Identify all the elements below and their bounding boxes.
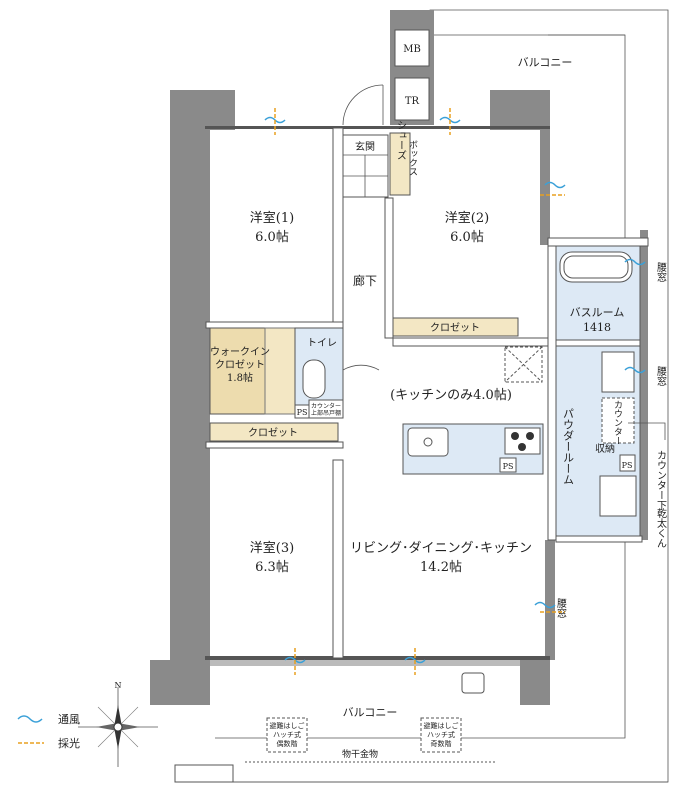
hatch-odd-2: ハッチ式 xyxy=(427,730,455,739)
waist-window-bath: 腰窓 xyxy=(655,262,667,282)
hatch-even-1: 避難はしご xyxy=(270,721,305,730)
toilet-label: トイレ xyxy=(307,338,337,349)
mb-tr-shaft xyxy=(390,10,434,125)
bath-size: 1418 xyxy=(583,321,611,334)
kitchen-counter xyxy=(402,346,544,475)
western1-name: 洋室(1) xyxy=(250,210,294,226)
dryer-label-1: カウンター下 xyxy=(655,450,667,511)
shoes-box xyxy=(389,132,411,196)
hatch-odd-3: 奇数階 xyxy=(431,739,452,748)
ldk-size: 14.2帖 xyxy=(420,560,462,575)
balcony-bottom-outline xyxy=(150,660,668,783)
daylight-markers xyxy=(274,108,565,675)
walkin-shelf xyxy=(264,327,296,415)
shoes-box-label-2: ボックス xyxy=(407,140,418,176)
mb-label: MB xyxy=(403,44,421,55)
toilet-ps-label: PS xyxy=(297,408,308,417)
bathroom xyxy=(555,245,641,341)
storage-label: 収納 xyxy=(595,442,615,455)
daylight-legend-label: 採光 xyxy=(58,736,80,750)
ventilation-legend-label: 通風 xyxy=(58,713,80,726)
counter-label: カウンター xyxy=(311,402,341,410)
western1-size: 6.0帖 xyxy=(255,230,289,245)
western3-name: 洋室(3) xyxy=(250,540,294,556)
dryer-label-2: 乾太くん xyxy=(655,507,667,548)
escape-hatch-odd xyxy=(420,717,462,753)
closet-main xyxy=(209,422,339,442)
western2-size: 6.0帖 xyxy=(450,230,484,245)
balcony-top-label: バルコニー xyxy=(518,56,573,69)
western2-name: 洋室(2) xyxy=(445,210,489,226)
toilet-room xyxy=(294,327,344,419)
interior-walls xyxy=(205,126,649,660)
powder-room-label: パウダールーム xyxy=(562,408,575,485)
structural-walls xyxy=(150,90,648,705)
hatch-even-2: ハッチ式 xyxy=(273,730,301,739)
escape-hatch-even xyxy=(266,717,308,753)
hatch-odd-1: 避難はしご xyxy=(424,721,459,730)
tr-label: TR xyxy=(405,96,420,107)
legend xyxy=(17,715,44,744)
ldk-name: リビング･ダイニング･キッチン xyxy=(350,541,532,556)
powder-ps-label: PS xyxy=(622,461,633,470)
compass-north-label: N xyxy=(115,681,122,690)
outdoor-faucet-icon xyxy=(461,672,485,694)
closet-room2-label: クロゼット xyxy=(430,322,480,334)
kitchen-note: (キッチンのみ4.0帖) xyxy=(390,388,512,403)
kitchen-ps-label: PS xyxy=(503,462,514,471)
dryer-leader xyxy=(628,422,666,440)
entrance-label: 玄関 xyxy=(355,140,375,153)
drying-rack-label: 物干金物 xyxy=(342,748,378,760)
walkin-label-1: ウォークイン xyxy=(210,346,270,358)
western3-size: 6.3帖 xyxy=(255,560,289,575)
counter-upper-label: 上部吊戸棚 xyxy=(311,409,341,417)
shoes-box-label-1: シューズ xyxy=(395,120,407,160)
counter-vertical-label: カウンター xyxy=(612,400,623,445)
hallway-label: 廊下 xyxy=(353,273,377,288)
bath-label: バスルーム xyxy=(570,306,625,319)
closet-main-label: クロゼット xyxy=(248,427,298,439)
toilet-door-swing xyxy=(342,364,380,371)
ventilation-legend-icon xyxy=(17,715,43,723)
hatch-even-3: 偶数階 xyxy=(277,739,298,748)
balcony-bottom-label: バルコニー xyxy=(343,706,398,719)
powder-room xyxy=(555,345,641,537)
compass-icon xyxy=(78,687,158,767)
closet-room2 xyxy=(392,317,519,337)
waist-window-powder: 腰窓 xyxy=(655,366,667,386)
waist-window-ldk: 腰窓 xyxy=(555,598,567,618)
walkin-size: 1.8帖 xyxy=(227,371,253,384)
walkin-label-2: クロゼット xyxy=(215,359,265,371)
entrance-area xyxy=(342,84,389,198)
